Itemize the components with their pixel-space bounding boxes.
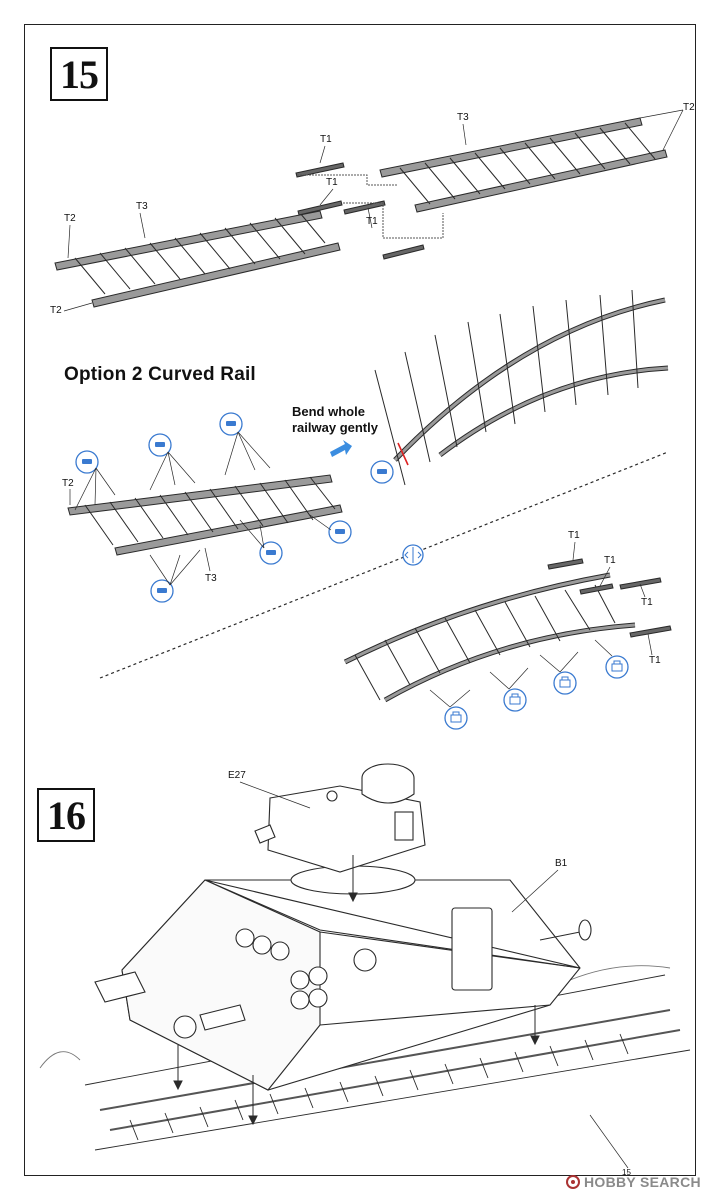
label-t3-left: T3 <box>136 201 148 212</box>
leader-lines-16 <box>239 781 629 1169</box>
step-15-number: 15 <box>50 47 108 101</box>
hobby-search-logo-icon <box>566 1175 580 1189</box>
page-frame <box>24 24 696 1176</box>
ties-right <box>399 122 656 205</box>
cement-icon <box>553 671 577 695</box>
curved-rail-top <box>374 289 669 486</box>
label-t3-top: T3 <box>457 112 469 123</box>
label-t1-b: T1 <box>326 177 338 188</box>
label-t2-topright: T2 <box>683 102 695 113</box>
step-16-number: 16 <box>37 788 95 842</box>
t1-joint-parts <box>295 162 444 260</box>
label-t2-option: T2 <box>62 478 74 489</box>
track-ground <box>39 965 691 1151</box>
option-title: Option 2 Curved Rail <box>64 364 256 385</box>
page-number: 15 <box>622 1168 631 1177</box>
curved-rail-bottom <box>343 558 672 703</box>
label-e27: E27 <box>228 770 246 781</box>
glue-leaders <box>69 431 332 586</box>
label-t1-r2: T1 <box>604 555 616 566</box>
watermark: HOBBY SEARCH <box>566 1171 701 1193</box>
leader-lines-15 <box>63 109 684 312</box>
turret <box>254 763 426 873</box>
label-t2-bottomleft: T2 <box>50 305 62 316</box>
option-rail-straight <box>67 474 343 556</box>
label-t2-left: T2 <box>64 213 76 224</box>
straight-rail-right <box>379 117 668 213</box>
label-t1-r1: T1 <box>568 530 580 541</box>
label-t1-r4: T1 <box>649 655 661 666</box>
placement-arrows <box>173 855 540 1126</box>
flip-icon <box>402 544 424 566</box>
cement-icon <box>605 655 629 679</box>
bend-note-line2: railway gently <box>292 420 378 435</box>
cement-icon <box>444 706 468 730</box>
label-t1-c: T1 <box>366 216 378 227</box>
label-t1-r3: T1 <box>641 597 653 608</box>
straight-rail-left <box>54 210 341 308</box>
bend-arrow-icon <box>330 440 352 457</box>
label-t1-a: T1 <box>320 134 332 145</box>
label-t3-option: T3 <box>205 573 217 584</box>
cement-icons <box>444 655 629 730</box>
label-b1: B1 <box>555 858 568 869</box>
cement-icon <box>503 688 527 712</box>
ties-left <box>74 212 326 295</box>
bend-note: Bend whole railway gently <box>292 404 378 436</box>
watermark-text: HOBBY SEARCH <box>584 1174 701 1190</box>
armored-car-body <box>94 865 592 1091</box>
bend-note-line1: Bend whole <box>292 404 365 419</box>
